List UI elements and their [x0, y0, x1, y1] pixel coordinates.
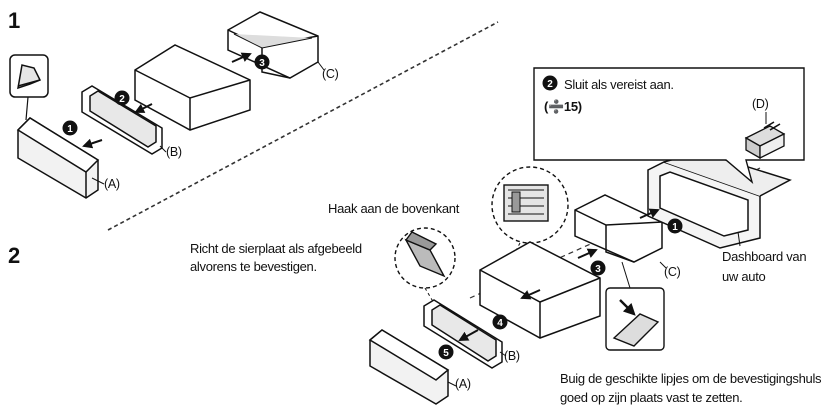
label-a-1: (A): [104, 177, 120, 191]
label-b-1: (B): [166, 145, 182, 159]
label-d: (D): [752, 97, 769, 111]
trim-plate-b-1: [81, 85, 163, 155]
dashboard-text-line1: Dashboard van: [722, 249, 807, 264]
callout-num-1a: 1: [67, 124, 73, 135]
faceplate-a-1: [16, 117, 100, 199]
hook-text: Haak aan de bovenkant: [328, 201, 460, 216]
connector-d: [744, 121, 786, 160]
reference-text: (➗15): [544, 99, 582, 114]
step-number-1: 1: [8, 8, 20, 33]
step-number-2: 2: [8, 243, 20, 268]
callout-marker-1a: [62, 120, 78, 136]
connector-detail: [491, 166, 569, 244]
connect-text: Sluit als vereist aan.: [564, 77, 674, 92]
callout-marker-2a: [114, 90, 130, 106]
bend-tabs-detail: [605, 287, 665, 351]
callout-num-2a: 2: [119, 94, 125, 105]
callout-marker-1b: [667, 218, 683, 234]
detail-inset-1: [9, 54, 49, 98]
callout-num-5: 5: [443, 348, 449, 359]
callout-marker-4: [492, 314, 508, 330]
callout-num-2b: 2: [547, 79, 553, 90]
sleeve-c-2: [574, 194, 663, 263]
callout-marker-2b: [542, 75, 558, 91]
section-divider: [107, 21, 499, 231]
callout-marker-3b: [590, 260, 606, 276]
callout-marker-5: [438, 344, 454, 360]
faceplate-a-2: [368, 329, 450, 405]
callout-num-4: 4: [497, 318, 503, 329]
connector-callout-box: [533, 67, 805, 184]
hook-detail: [394, 227, 456, 289]
orient-text-line2: alvorens te bevestigen.: [190, 259, 317, 274]
callout-num-3a: 3: [259, 58, 265, 69]
callout-num-3b: 3: [595, 264, 601, 275]
dashboard-text-line2: uw auto: [722, 269, 766, 284]
label-b-2: (B): [504, 349, 520, 363]
label-c-1: (C): [322, 67, 339, 81]
bend-text-line2: goed op zijn plaats vast te zetten.: [560, 390, 743, 405]
main-unit-1: [134, 44, 251, 131]
callout-marker-3a: [254, 54, 270, 70]
label-c-2: (C): [664, 265, 681, 279]
bend-text-line1: Buig de geschikte lipjes om de bevestigi…: [560, 371, 822, 386]
label-a-2: (A): [455, 377, 471, 391]
orient-text-line1: Richt de sierplaat als afgebeeld: [190, 241, 362, 256]
callout-num-1b: 1: [672, 222, 678, 233]
